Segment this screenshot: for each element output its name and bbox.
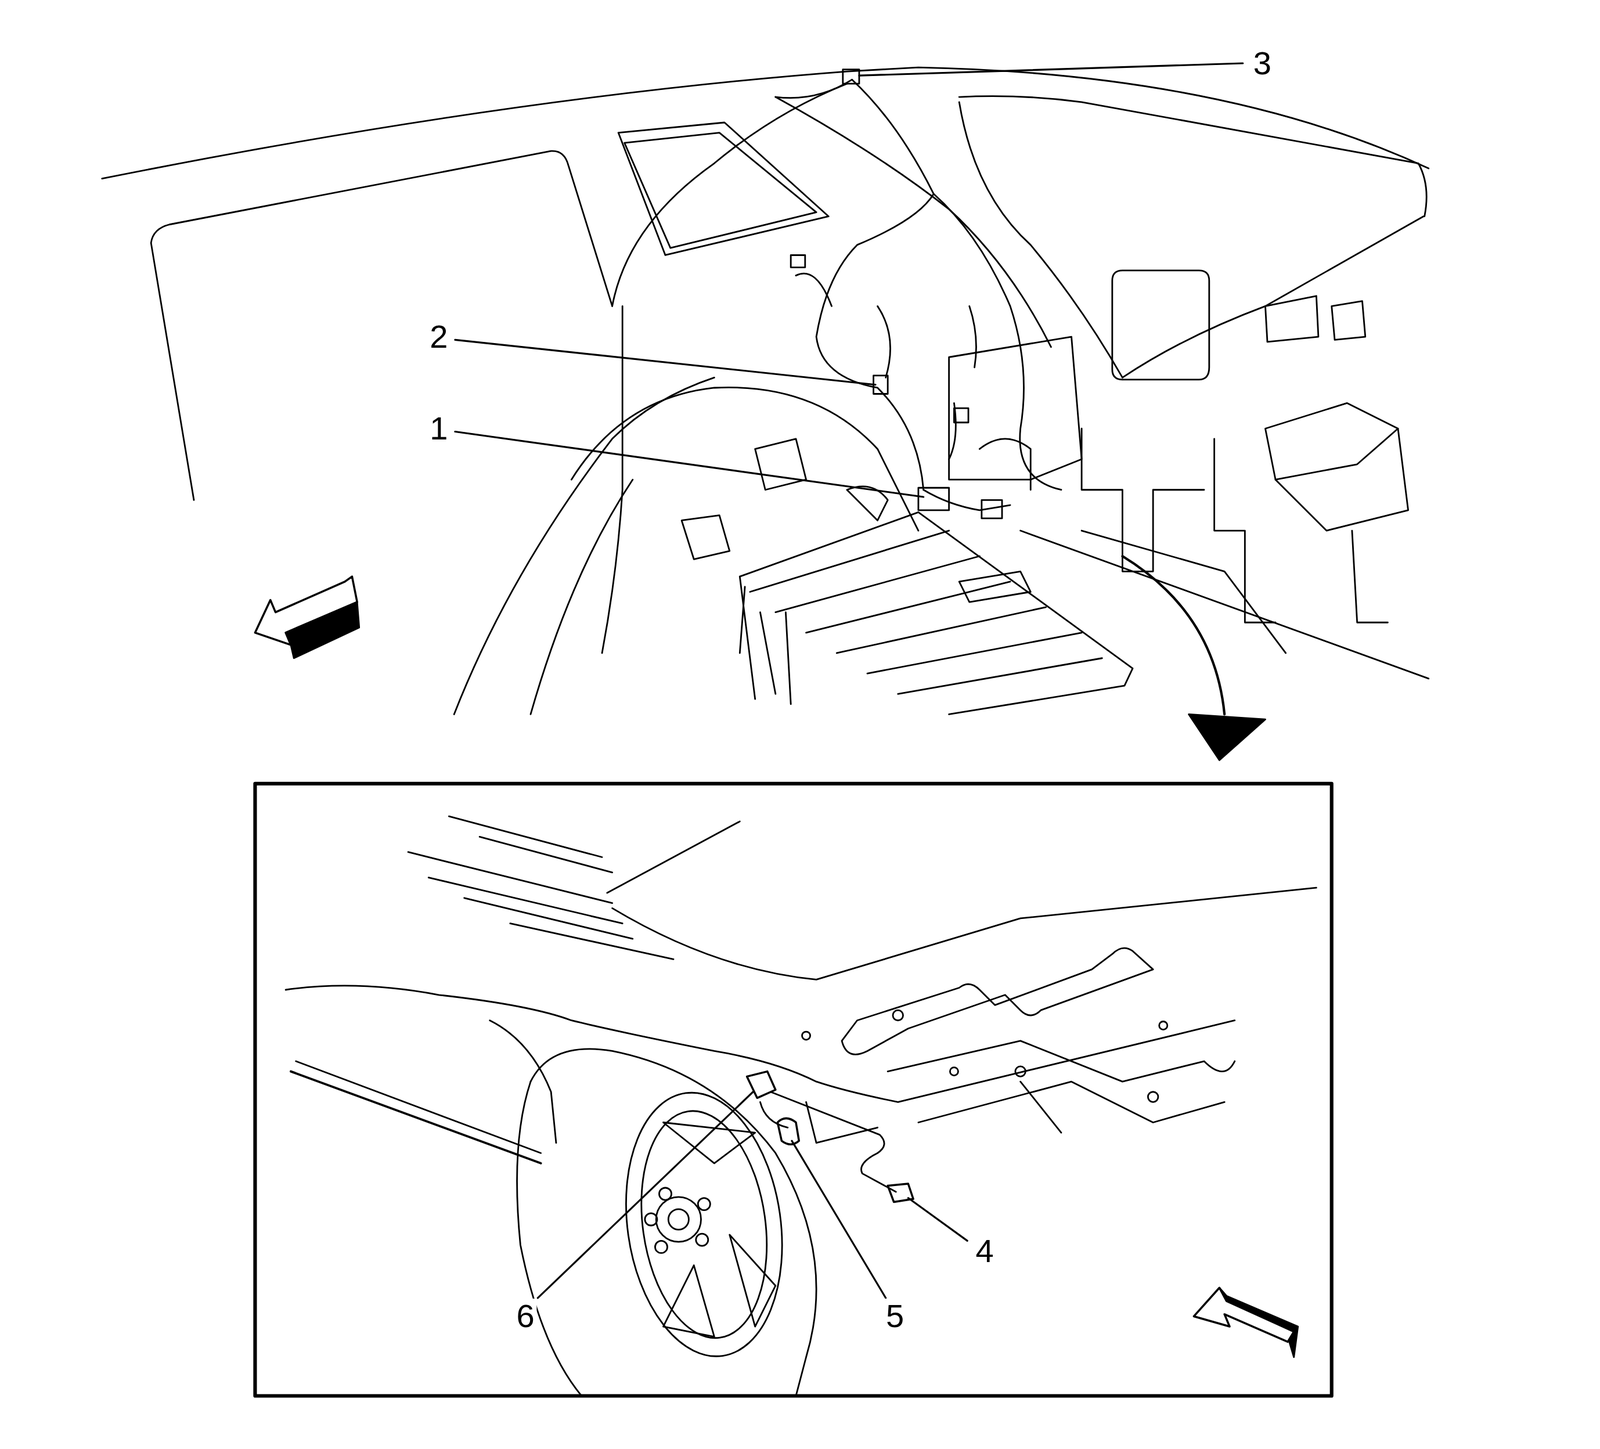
callout-number: 4 (973, 1233, 997, 1269)
cargo-area-view (102, 67, 1429, 760)
callout-number: 1 (427, 411, 450, 446)
callout-number: 5 (883, 1298, 907, 1334)
inset-frame (254, 783, 1332, 1397)
callout-number: 6 (514, 1298, 538, 1334)
leader-lines (455, 63, 1243, 1299)
underbody-view (285, 816, 1317, 1396)
callout-number: 2 (427, 319, 450, 355)
callout-number: 3 (1251, 45, 1274, 81)
